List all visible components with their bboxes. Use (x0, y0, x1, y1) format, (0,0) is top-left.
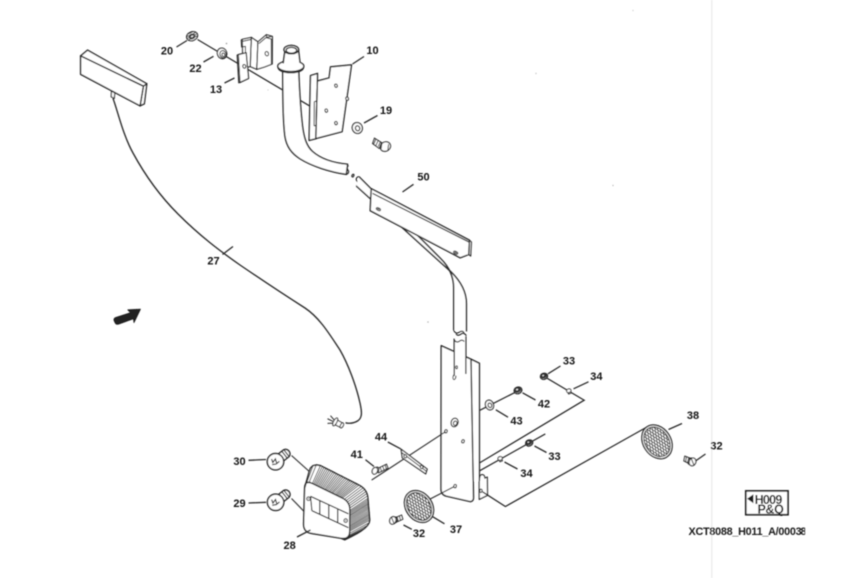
svg-text:32: 32 (710, 441, 722, 453)
svg-text:P&Q: P&Q (758, 503, 785, 517)
svg-text:29: 29 (233, 498, 245, 510)
svg-text:33: 33 (548, 451, 560, 463)
svg-text:30: 30 (233, 456, 245, 468)
svg-text:10: 10 (366, 45, 378, 57)
svg-text:32: 32 (413, 528, 425, 540)
svg-text:22: 22 (189, 63, 201, 75)
svg-text:50: 50 (417, 172, 429, 184)
svg-text:20: 20 (161, 46, 173, 58)
svg-text:XCT8088_H011_A/0003: XCT8088_H011_A/0003 (689, 526, 802, 538)
svg-text:38: 38 (687, 410, 699, 422)
svg-text:13: 13 (210, 84, 222, 96)
svg-text:H009: H009 (755, 493, 783, 507)
svg-text:34: 34 (520, 468, 533, 480)
svg-text:37: 37 (450, 524, 462, 536)
svg-text:34: 34 (590, 371, 603, 383)
svg-text:44: 44 (375, 432, 388, 444)
svg-text:28: 28 (283, 540, 295, 552)
svg-text:41: 41 (351, 449, 363, 461)
svg-text:27: 27 (207, 256, 219, 268)
svg-text:8: 8 (801, 526, 807, 538)
svg-text:19: 19 (380, 105, 392, 117)
svg-text:42: 42 (538, 398, 550, 410)
svg-text:33: 33 (563, 356, 575, 368)
svg-text:43: 43 (510, 415, 522, 427)
